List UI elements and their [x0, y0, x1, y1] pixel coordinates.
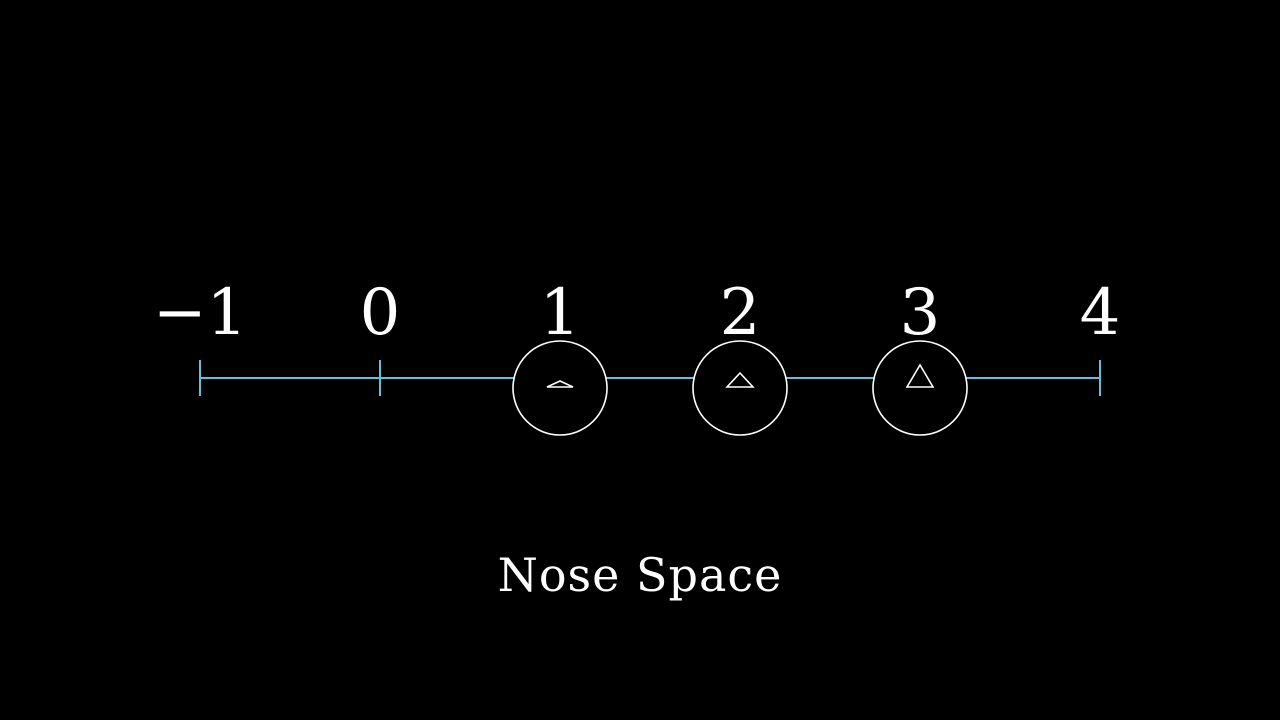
face-circle — [872, 340, 968, 436]
tick-label: −1 — [153, 276, 247, 350]
tick-label: 4 — [1080, 276, 1121, 350]
tick-label: 2 — [720, 276, 761, 350]
diagram-caption: Nose Space — [497, 548, 783, 602]
tick-label: 3 — [900, 276, 941, 350]
nose-triangle-icon — [905, 363, 935, 388]
tick-label: 1 — [540, 276, 581, 350]
nose-triangle-icon — [546, 380, 574, 388]
face-circle — [692, 340, 788, 436]
nose-triangle-icon — [725, 371, 755, 388]
tick-label: 0 — [360, 276, 401, 350]
face-circle — [512, 340, 608, 436]
